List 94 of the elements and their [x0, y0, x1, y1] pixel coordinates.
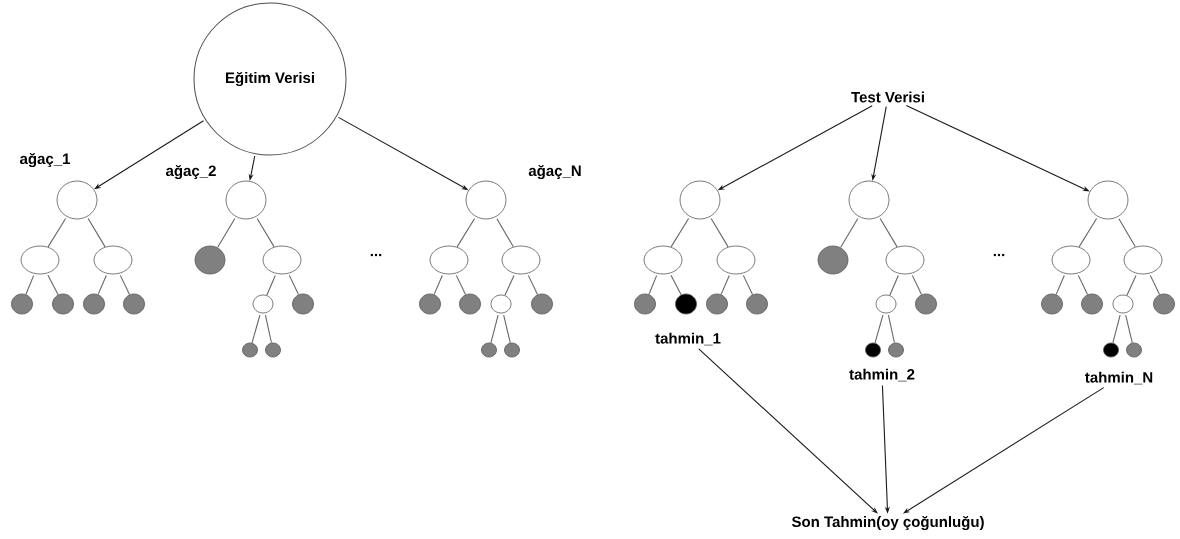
tree-node-circle: [885, 245, 925, 275]
tree-node-circle: [419, 293, 441, 315]
tree-node-circle: [93, 245, 133, 275]
node-label: tahmin_2: [849, 368, 915, 382]
branch-line: [266, 275, 276, 296]
tree-node-circle: [292, 293, 314, 315]
branch-line: [503, 314, 511, 344]
branch-line: [840, 218, 859, 248]
tree-node-circle: [429, 245, 469, 275]
tree-node-circle: [865, 342, 881, 358]
branch-line: [119, 274, 131, 296]
tree-node-circle: [20, 245, 60, 275]
tree-node-circle: [888, 342, 904, 358]
branch-line: [1077, 274, 1089, 296]
branch-line: [455, 274, 467, 296]
branch-line: [889, 275, 899, 296]
tree-label: ağaç_N: [528, 164, 581, 180]
branch-line: [527, 274, 539, 296]
tree-node-circle: [1081, 293, 1103, 315]
branch-line: [1149, 274, 1161, 296]
node-label: tahmin_N: [1085, 371, 1153, 385]
branch-line: [670, 217, 690, 248]
branch-line: [456, 217, 476, 248]
tree-node-circle: [875, 294, 897, 314]
branch-line: [670, 274, 682, 296]
branch-line: [710, 218, 729, 248]
tree-label: ağaç_2: [166, 164, 216, 180]
branch-line: [1126, 274, 1137, 296]
branch-line: [47, 274, 59, 296]
tree-node-circle: [675, 293, 697, 315]
tree-node-circle: [817, 245, 849, 275]
branch-line: [490, 314, 499, 344]
branch-line: [264, 314, 272, 344]
tree-node-circle: [123, 293, 145, 315]
branch-line: [1112, 314, 1121, 344]
tree-node-circle: [481, 342, 497, 358]
tree-node-circle: [746, 293, 768, 315]
tree-node-circle: [915, 293, 937, 315]
tree-node-circle: [848, 180, 890, 220]
branch-line: [911, 274, 923, 296]
tree-node-circle: [679, 180, 721, 220]
tree-node-circle: [1103, 342, 1119, 358]
node-label: tahmin_1: [655, 332, 721, 346]
branch-line: [1078, 217, 1098, 248]
tree-node-circle: [643, 245, 683, 275]
branch-line: [1055, 275, 1065, 295]
branch-line: [433, 275, 443, 295]
tree-node-circle: [242, 342, 258, 358]
tree-node-circle: [11, 293, 33, 315]
tree-node-circle: [1153, 293, 1175, 315]
branch-line: [97, 275, 107, 295]
branch-line: [288, 274, 300, 296]
tree-node-circle: [52, 293, 74, 315]
arrow: [698, 348, 878, 514]
branch-line: [25, 275, 35, 295]
tree-node-circle: [501, 245, 541, 275]
tree-node-circle: [1126, 342, 1142, 358]
tree-node-circle: [531, 293, 553, 315]
tree-node-circle: [706, 293, 728, 315]
branch-line: [496, 218, 514, 248]
tree-node-circle: [1112, 294, 1134, 314]
branch-line: [1125, 314, 1133, 344]
branch-line: [256, 218, 275, 248]
tree-node-circle: [1051, 245, 1091, 275]
branch-line: [87, 218, 106, 248]
node-label: Test Verisi: [851, 91, 924, 103]
branch-line: [879, 218, 898, 248]
branch-line: [742, 274, 754, 296]
tree-node-circle: [83, 293, 105, 315]
branch-line: [887, 314, 895, 344]
tree-node-circle: [634, 293, 656, 315]
tree-node-circle: [459, 293, 481, 315]
branch-line: [217, 218, 236, 248]
tree-node-circle: [1087, 180, 1129, 220]
tree-node-circle: [194, 245, 226, 275]
branch-line: [874, 314, 884, 344]
tree-node-circle: [1041, 293, 1063, 315]
tree-node-circle: [1123, 245, 1163, 275]
branch-line: [47, 217, 67, 248]
branch-line: [504, 274, 515, 296]
ellipsis: ...: [993, 253, 1005, 257]
ellipsis: ...: [370, 253, 382, 257]
tree-node-circle: [252, 294, 274, 314]
branch-line: [720, 275, 730, 295]
branch-line: [1118, 218, 1136, 248]
node-label: Son Tahmin(oy çoğunluğu): [791, 515, 984, 531]
tree-node-circle: [716, 245, 756, 275]
tree-label: ağaç_1: [20, 152, 70, 168]
tree-node-circle: [265, 342, 281, 358]
tree-node-circle: [504, 342, 520, 358]
branch-line: [648, 275, 658, 295]
branch-line: [251, 314, 261, 344]
tree-node-circle: [262, 245, 302, 275]
tree-node-circle: [490, 294, 512, 314]
